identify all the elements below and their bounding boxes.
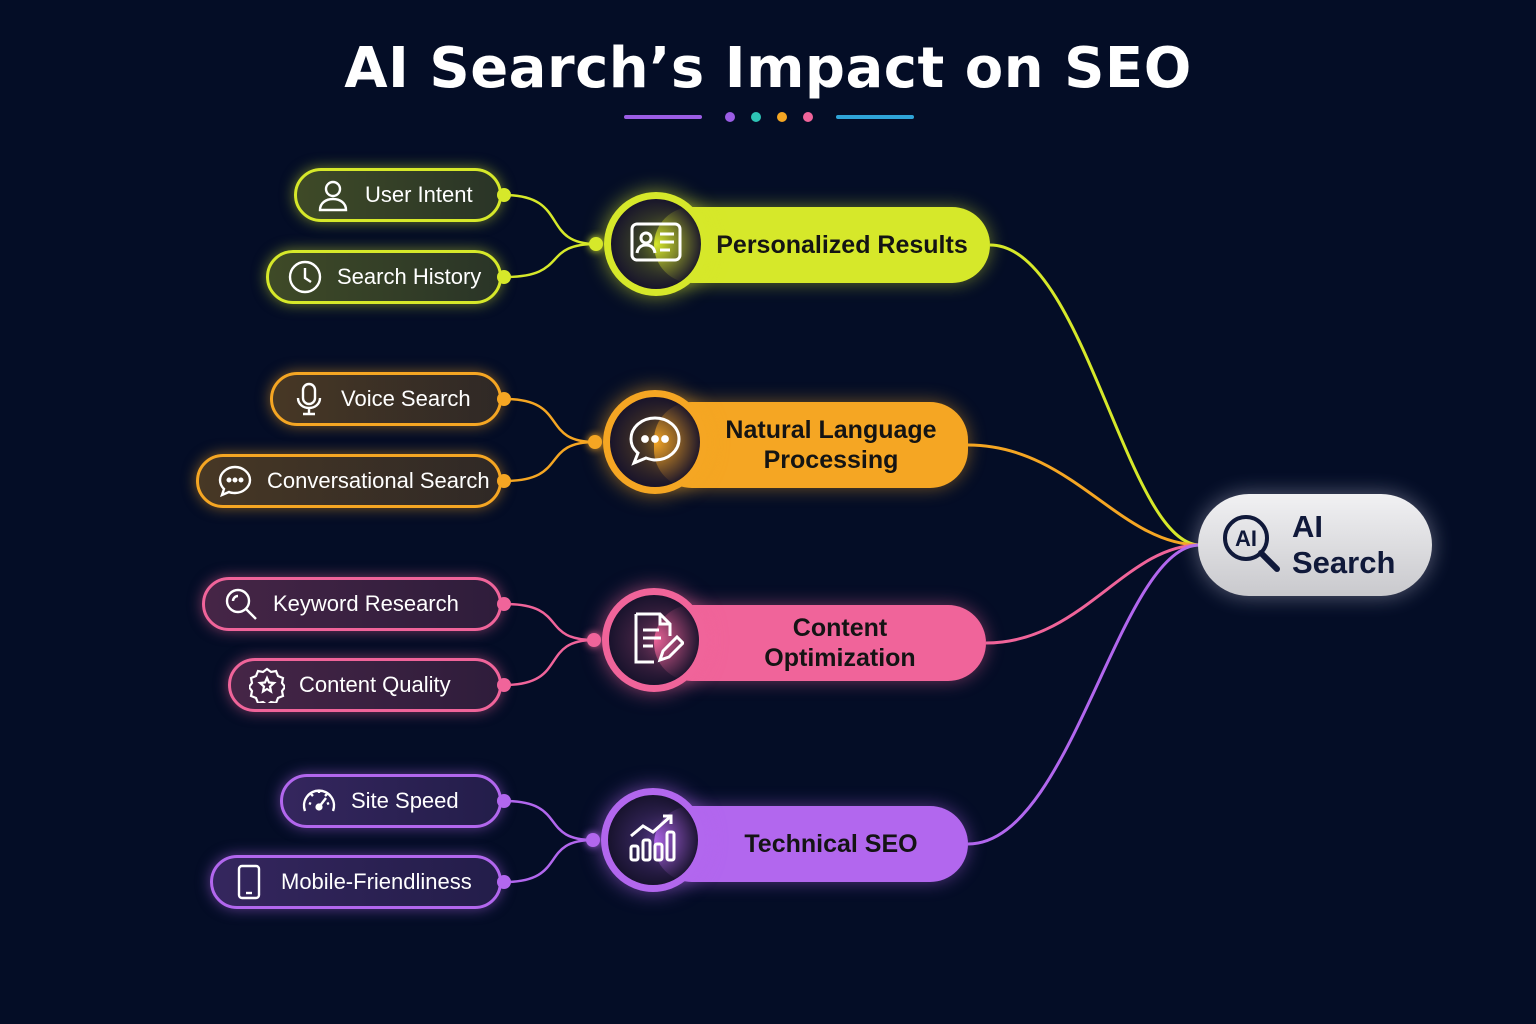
speedometer-icon (301, 783, 337, 819)
category-node-natural-language-processing (603, 390, 707, 494)
profile-card-icon (626, 212, 686, 277)
leaf-label: Content Quality (299, 672, 451, 697)
chat-bubble-icon (625, 410, 685, 475)
category-node-personalized-results (604, 192, 708, 296)
leaf-connector (503, 838, 594, 884)
document-edit-icon (624, 608, 686, 673)
leaf-connector-dot (497, 392, 511, 406)
leaf-connector-dot (497, 597, 511, 611)
category-technical-seo: Technical SEO (654, 806, 968, 882)
category-connector (967, 443, 1201, 547)
clock-icon (287, 259, 323, 295)
leaf-connector (503, 242, 597, 279)
leaf-connector-dot (497, 188, 511, 202)
leaf-site-speed: Site Speed (280, 774, 502, 828)
category-personalized-results: Personalized Results (654, 207, 990, 283)
leaf-keyword-research: Keyword Research (202, 577, 502, 631)
category-label: Personalized Results (716, 231, 968, 259)
category-label: Content Optimization (764, 614, 916, 672)
leaf-connector (503, 602, 595, 642)
title-divider (624, 112, 914, 122)
leaf-connector-dot (497, 270, 511, 284)
junction-dot (589, 237, 603, 251)
microphone-icon (291, 381, 327, 417)
category-node-technical-seo (601, 788, 705, 892)
category-node-content-optimization (602, 588, 706, 692)
hub-ai-search: AI AI Search (1198, 494, 1432, 596)
leaf-connector-dot (497, 678, 511, 692)
leaf-label: Keyword Research (273, 591, 459, 616)
leaf-user-intent: User Intent (294, 168, 502, 222)
leaf-connector-dot (497, 794, 511, 808)
junction-dot (588, 435, 602, 449)
leaf-connector (503, 799, 594, 842)
category-connector (985, 543, 1201, 645)
leaf-mobile-friendliness: Mobile-Friendliness (210, 855, 502, 909)
svg-text:AI: AI (1235, 526, 1257, 551)
category-label: Technical SEO (744, 830, 918, 858)
leaf-connector (503, 440, 596, 483)
junction-dot (587, 633, 601, 647)
leaf-connector (503, 638, 595, 687)
leaf-connector-dot (497, 474, 511, 488)
junction-dot (586, 833, 600, 847)
user-icon (315, 177, 351, 213)
leaf-content-quality: Content Quality (228, 658, 502, 712)
leaf-connector-dot (497, 875, 511, 889)
ai-search-icon: AI (1220, 512, 1282, 579)
diagram-title: AI Search’s Impact on SEO (344, 36, 1192, 101)
leaf-connector (503, 397, 596, 444)
category-connector (989, 243, 1201, 547)
leaf-label: Conversational Search (267, 468, 490, 493)
growth-chart-icon (623, 808, 683, 873)
phone-icon (231, 864, 267, 900)
category-natural-language-processing: Natural Language Processing (654, 402, 968, 488)
magnifier-icon (223, 586, 259, 622)
leaf-voice-search: Voice Search (270, 372, 502, 426)
category-label: Natural Language Processing (725, 416, 937, 474)
badge-star-icon (249, 667, 285, 703)
leaf-label: User Intent (365, 182, 473, 207)
hub-label: AI Search (1292, 509, 1396, 580)
leaf-connector (503, 193, 597, 246)
leaf-label: Search History (337, 264, 482, 289)
leaf-label: Site Speed (351, 788, 459, 813)
category-connector (967, 543, 1201, 846)
chat-icon (217, 463, 253, 499)
category-content-optimization: Content Optimization (654, 605, 986, 681)
leaf-label: Voice Search (341, 386, 471, 411)
leaf-search-history: Search History (266, 250, 502, 304)
leaf-conversational-search: Conversational Search (196, 454, 502, 508)
leaf-label: Mobile-Friendliness (281, 869, 472, 894)
